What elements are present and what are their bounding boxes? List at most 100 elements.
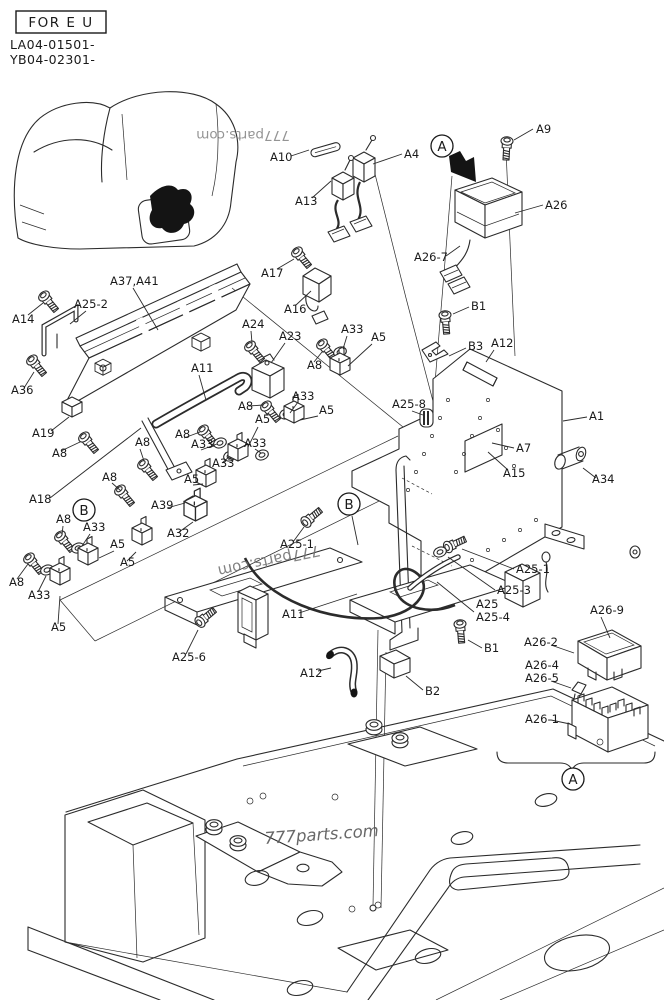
part-label-A8-1: A8 (307, 358, 322, 372)
leader-line-A4 (372, 153, 403, 165)
part-label-A12-top: A12 (491, 336, 514, 350)
part-label-A26-2: A26-2 (524, 635, 558, 649)
part-label-A8-7: A8 (9, 575, 24, 589)
part-label-A19: A19 (32, 426, 55, 440)
leader-line-A12-bottom (317, 667, 332, 672)
leader-line-A23 (270, 342, 286, 364)
leader-line-A16 (295, 290, 312, 306)
leader-line-A19 (50, 416, 70, 432)
grommet-a25-8 (419, 408, 434, 428)
rod-a12-top (462, 361, 498, 387)
part-label-A8-5: A8 (175, 427, 190, 441)
leader-line-A8-3 (60, 441, 81, 452)
leader-line-A33-3 (200, 443, 218, 451)
part-label-A33-6: A33 (28, 588, 51, 602)
leader-line-A25-3 (447, 556, 496, 591)
leader-line-A15 (487, 451, 509, 471)
fuse-a26-4-5 (571, 681, 587, 701)
part-label-A39: A39 (151, 498, 174, 512)
leader-line-A17 (276, 258, 295, 270)
section-b-center-letter: B (344, 497, 353, 513)
part-label-B1-bottom: B1 (484, 641, 499, 655)
part-label-B1-top: B1 (471, 299, 486, 313)
part-label-A16: A16 (284, 302, 307, 316)
fuse-box-cover-a26-2 (577, 629, 642, 681)
part-label-A26-4: A26-4 (525, 658, 559, 672)
leader-line-A25-2 (69, 310, 87, 325)
section-b-left-letter: B (79, 503, 88, 519)
leader-line-A26-5 (550, 680, 572, 689)
part-label-A8-3: A8 (52, 446, 67, 460)
part-label-A26-9: A26-9 (590, 603, 624, 617)
section-a-top-circle (430, 134, 454, 158)
relay-box-a26 (439, 177, 523, 295)
leader-line-A33-4 (221, 456, 230, 464)
part-label-A25-1-left: A25-1 (280, 537, 314, 551)
part-label-A11-bottom: A11 (282, 607, 305, 621)
section-a-bottom-letter: A (568, 772, 578, 788)
leader-line-A8-4 (139, 448, 145, 462)
part-label-A37A41: A37,A41 (110, 274, 159, 288)
watermark-bottom: 777parts.com (264, 821, 379, 848)
leader-line-A8-5 (183, 431, 201, 439)
leader-line-A33-7 (254, 448, 262, 454)
section-b-left-circle (72, 498, 96, 522)
leader-line-A10 (290, 149, 310, 157)
section-a-brace (496, 751, 656, 771)
leader-line-A26-7 (445, 245, 461, 257)
leader-line-A33-1 (342, 335, 348, 350)
leader-line-A12-top (485, 349, 495, 363)
leader-line-A5-7 (57, 595, 61, 625)
part-label-A5-4: A5 (184, 472, 199, 486)
leader-line-A5-3 (247, 426, 259, 448)
part-label-A8-6: A8 (56, 512, 71, 526)
part-label-A10: A10 (270, 150, 293, 164)
section-a-arrow-icon (449, 151, 476, 182)
part-label-A25-6: A25-6 (172, 650, 206, 664)
leader-line-A11-bottom (298, 593, 358, 614)
leader-line-A5-4 (192, 483, 204, 486)
leader-line-A25-1-right (461, 548, 515, 570)
part-label-A33-5: A33 (83, 520, 106, 534)
leader-line-A33-5 (81, 533, 91, 547)
region-tag: FOR E U (28, 15, 93, 31)
leader-line-B2 (405, 675, 424, 691)
leader-line-A18 (49, 427, 142, 499)
fuse-box-group (496, 629, 656, 771)
part-label-A11-top: A11 (191, 361, 214, 375)
leader-line-A8-7 (16, 563, 29, 580)
part-label-A24: A24 (242, 317, 265, 331)
small-parts (185, 341, 587, 698)
part-label-A25-4: A25-4 (476, 610, 510, 624)
leader-line-A25-1-left (292, 526, 305, 543)
part-label-A5-2: A5 (319, 403, 334, 417)
grille-assembly (61, 263, 251, 418)
part-label-B2: B2 (425, 684, 440, 698)
leader-line-A24 (250, 330, 253, 344)
part-label-A33-1: A33 (341, 322, 364, 336)
leader-line-A11-top (198, 374, 207, 401)
cylinder-a34 (554, 446, 587, 470)
section-a-top-letter: A (437, 139, 447, 155)
part-label-A25-2: A25-2 (74, 297, 108, 311)
part-label-A33-2: A33 (292, 389, 315, 403)
leader-line-A39 (166, 502, 186, 509)
part-label-A23: A23 (279, 329, 302, 343)
part-label-A25: A25 (476, 597, 499, 611)
part-label-A36: A36 (11, 383, 34, 397)
leader-line-A14 (27, 302, 44, 316)
leader-line-B1-bottom (467, 639, 483, 649)
leader-line-A26-1 (550, 719, 571, 725)
leader-line-A9 (513, 128, 534, 141)
part-label-A33-7: A33 (244, 436, 267, 450)
leader-line-A36 (23, 371, 35, 389)
leader-line-section-b-center (351, 515, 359, 546)
part-label-A5-6: A5 (120, 555, 135, 569)
part-label-A33-3: A33 (191, 437, 214, 451)
leader-line-A37A41 (132, 287, 159, 331)
leader-line-A5-1 (347, 343, 373, 367)
part-label-B3: B3 (468, 339, 483, 353)
